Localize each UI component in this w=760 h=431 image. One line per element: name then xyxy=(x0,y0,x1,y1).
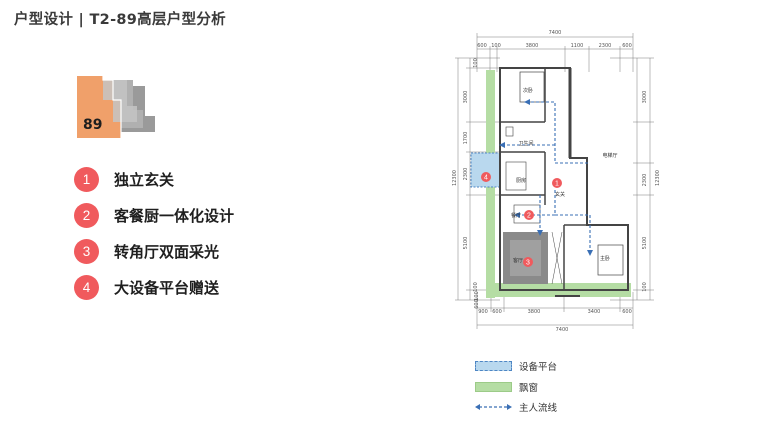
dim-label: 600 xyxy=(474,299,480,309)
dim-label: 100 xyxy=(474,291,480,301)
dim-label: 3000 xyxy=(642,91,648,104)
dim-label: 600 xyxy=(622,309,632,315)
dim-label: 12300 xyxy=(452,170,458,186)
thumbnail-label: 89 xyxy=(83,117,103,133)
dim-label: 2300 xyxy=(463,168,469,181)
plan-markers: 1 2 3 4 xyxy=(481,172,562,267)
room-label-master: 主卧 xyxy=(600,255,610,262)
plan-marker xyxy=(481,172,491,182)
room-label-bathroom: 卫生间 xyxy=(518,140,533,147)
feature-item: 1 独立玄关 xyxy=(74,161,234,197)
feature-number-badge: 4 xyxy=(74,274,99,300)
feature-list: 1 独立玄关 2 客餐厨一体化设计 3 转角厅双面采光 4 大设备平台赠送 xyxy=(74,161,234,305)
feature-label: 大设备平台赠送 xyxy=(114,278,220,297)
dim-label: 100 xyxy=(491,43,501,49)
room-label-elevator-hall: 电梯厅 xyxy=(602,152,617,159)
plan-marker-number: 2 xyxy=(527,213,531,220)
legend: 设备平台 飘窗 主人流线 xyxy=(475,356,557,418)
dimension-labels: 7400 600 100 3800 1100 2300 600 900 600 … xyxy=(452,30,661,333)
circulation-flow-line xyxy=(505,101,591,250)
dim-label: 3800 xyxy=(528,309,541,315)
plan-marker xyxy=(524,210,534,220)
feature-item: 2 客餐厨一体化设计 xyxy=(74,197,234,233)
bay-window-swatch xyxy=(475,381,512,392)
room-label-entrance: 玄关 xyxy=(555,191,565,198)
equipment-swatch xyxy=(475,361,512,372)
plan-marker-number: 3 xyxy=(526,260,530,267)
room-label-bedroom2: 次卧 xyxy=(523,87,533,94)
feature-item: 3 转角厅双面采光 xyxy=(74,233,234,269)
dim-label: 7400 xyxy=(556,327,569,333)
legend-item-bay-window: 飘窗 xyxy=(475,377,557,398)
dim-label: 2300 xyxy=(642,174,648,187)
dim-label: 5100 xyxy=(463,237,469,250)
dim-label: 100 xyxy=(473,58,479,68)
plan-marker xyxy=(523,257,533,267)
dimension-lines xyxy=(455,33,654,329)
feature-number-badge: 3 xyxy=(74,238,99,264)
legend-label: 设备平台 xyxy=(519,362,558,374)
dim-label: 900 xyxy=(478,309,488,315)
dim-label: 7400 xyxy=(549,30,562,36)
plan-marker xyxy=(552,178,562,188)
feature-label: 转角厅双面采光 xyxy=(114,242,220,261)
legend-item-equipment: 设备平台 xyxy=(475,356,557,377)
room-label-dining: 餐厅 xyxy=(511,212,521,219)
dim-label: 600 xyxy=(477,43,487,49)
flow-arrowheads xyxy=(499,99,593,256)
room-label-living: 客厅 xyxy=(513,257,523,264)
room-labels: 次卧 卫生间 厨房 玄关 电梯厅 餐厅 客厅 主卧 xyxy=(511,87,618,264)
dim-label: 100 xyxy=(473,282,479,292)
dim-label: 3400 xyxy=(588,309,601,315)
page-title: 户型设计 | T2-89高层户型分析 xyxy=(14,12,226,28)
plan-marker-number: 4 xyxy=(484,175,488,182)
plan-marker-number: 1 xyxy=(555,181,559,188)
dim-label: 12300 xyxy=(655,170,661,186)
dim-label: 3000 xyxy=(463,91,469,104)
dim-label: 600 xyxy=(492,309,502,315)
dim-label: 600 xyxy=(622,43,632,49)
unit-thumbnail xyxy=(77,76,155,138)
double-arrow-icon xyxy=(475,404,512,411)
feature-number-badge: 1 xyxy=(74,166,99,192)
dim-label: 100 xyxy=(642,282,648,292)
legend-label: 飘窗 xyxy=(519,382,539,394)
legend-item-flow: 主人流线 xyxy=(475,397,557,418)
dim-label: 5100 xyxy=(642,237,648,250)
dim-label: 2300 xyxy=(599,43,612,49)
legend-label: 主人流线 xyxy=(519,403,558,415)
feature-label: 客餐厨一体化设计 xyxy=(114,206,235,225)
feature-item: 4 大设备平台赠送 xyxy=(74,269,234,305)
dim-label: 3800 xyxy=(526,43,539,49)
dim-label: 1700 xyxy=(463,132,469,145)
room-label-kitchen: 厨房 xyxy=(516,177,526,184)
dim-label: 1100 xyxy=(571,43,584,49)
feature-number-badge: 2 xyxy=(74,202,99,228)
feature-label: 独立玄关 xyxy=(114,170,175,189)
